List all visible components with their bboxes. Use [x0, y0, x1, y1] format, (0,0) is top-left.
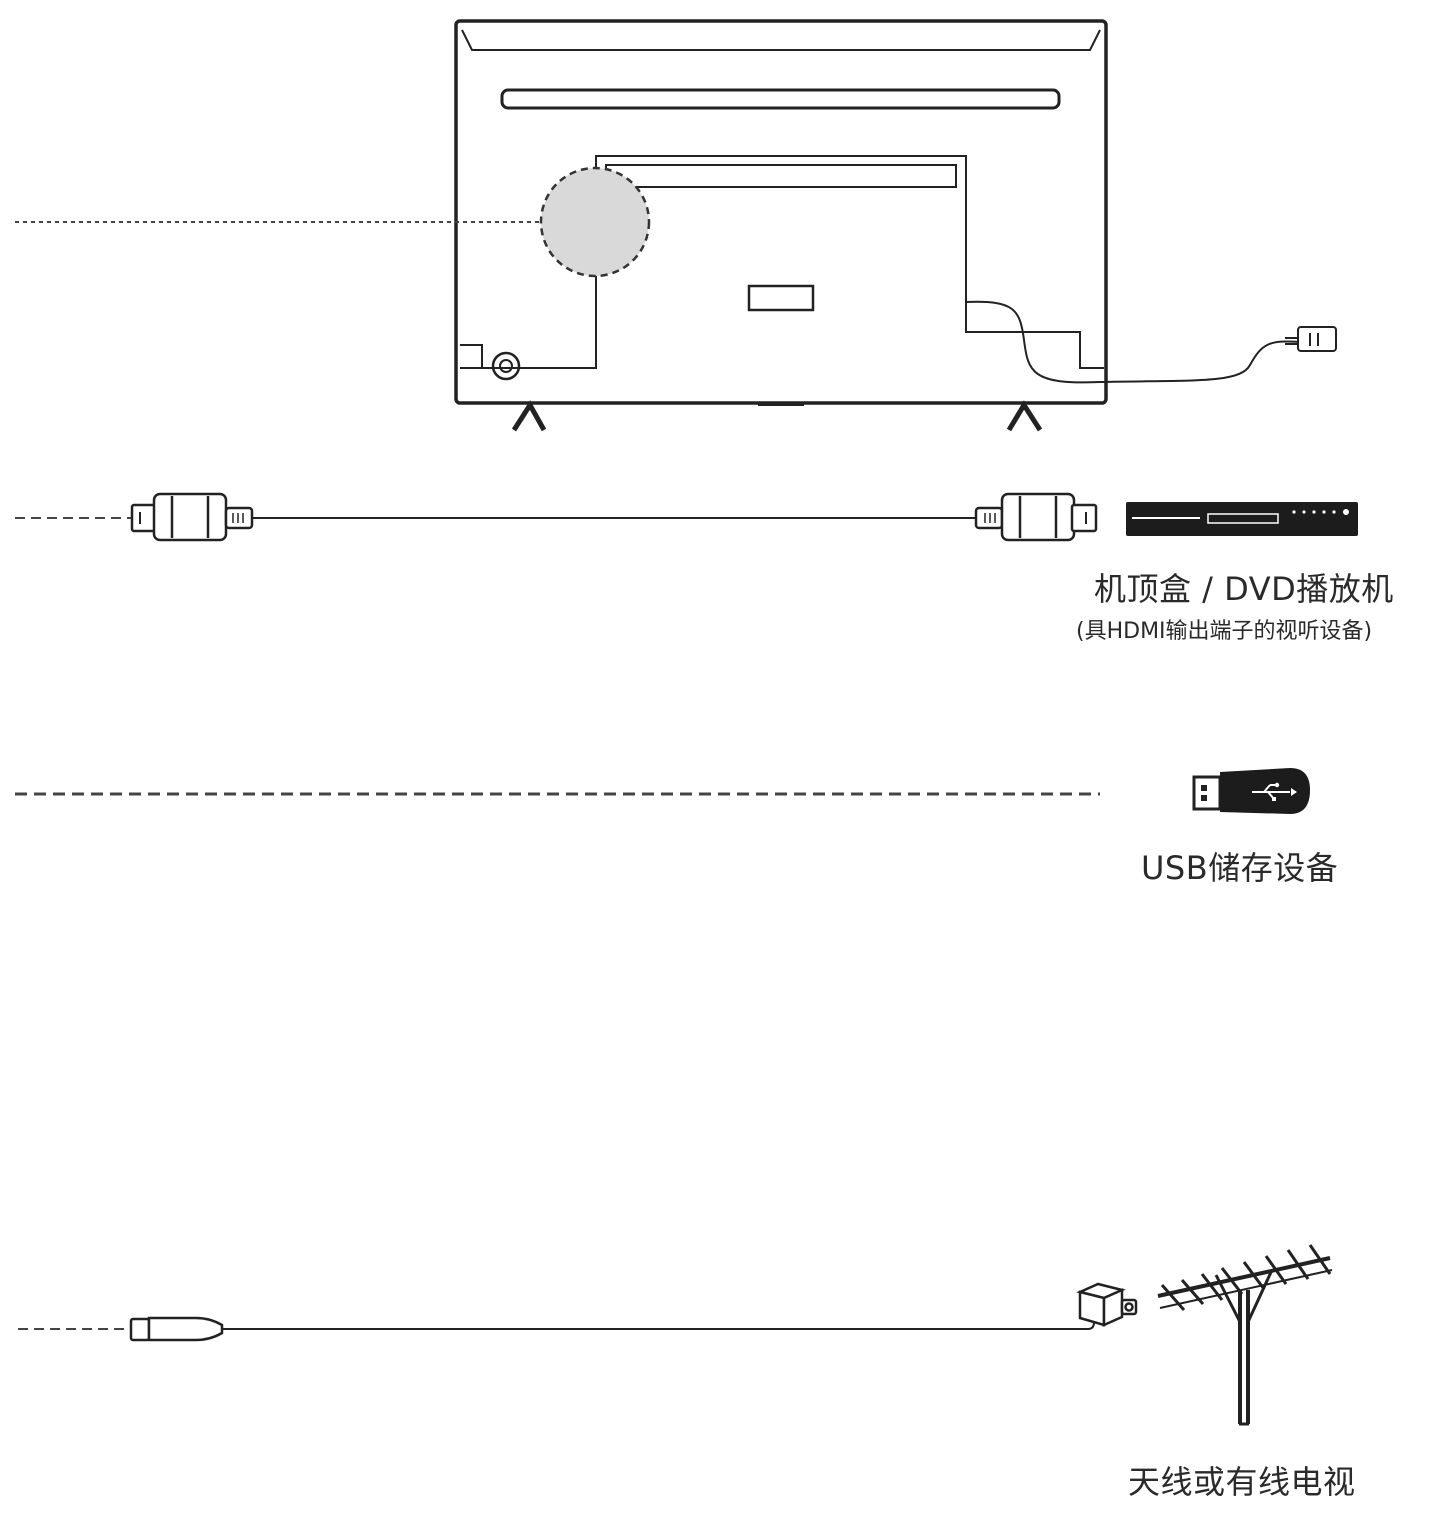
- coax-adapter-icon: [1076, 1282, 1138, 1327]
- antenna-label: 天线或有线电视: [1128, 1463, 1356, 1501]
- usb-drive-icon: [1192, 768, 1310, 814]
- antenna-icon: [1157, 1244, 1333, 1426]
- coax-connector-icon: [129, 1316, 224, 1342]
- set-top-box-label: 机顶盒 / DVD播放机: [1094, 570, 1394, 608]
- power-plug-icon: [1285, 326, 1337, 352]
- tv-back-panel: [454, 19, 1301, 432]
- usb-storage-label: USB储存设备: [1141, 849, 1339, 887]
- hdmi-connector-icon: [974, 492, 1098, 542]
- set-top-box-icon: [1126, 502, 1358, 536]
- port-highlight-circle: [539, 166, 651, 278]
- set-top-box-sublabel: (具HDMI输出端子的视听设备): [1076, 619, 1373, 644]
- hdmi-connector-icon: [130, 492, 254, 542]
